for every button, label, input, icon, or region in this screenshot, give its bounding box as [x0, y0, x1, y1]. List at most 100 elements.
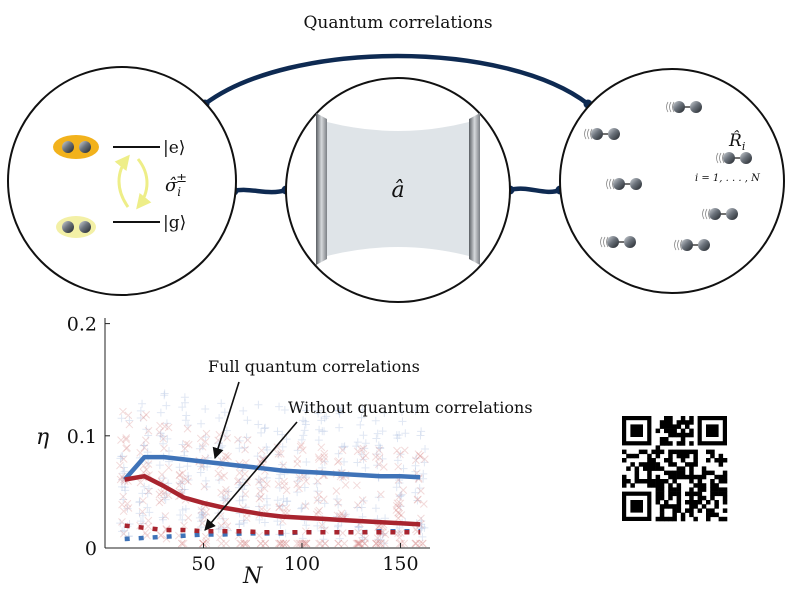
qr-module: [714, 491, 719, 497]
qr-module: [668, 504, 673, 509]
scatter-mark-without: [393, 499, 402, 508]
qr-module: [626, 466, 631, 471]
scatter-mark-without: [216, 533, 224, 542]
scatter-mark-full: [361, 439, 370, 448]
qr-module: [626, 453, 631, 459]
qr-module: [664, 437, 669, 442]
scatter-mark-full: [118, 475, 127, 484]
scatter-mark-full: [216, 524, 225, 533]
scatter-mark-without: [178, 539, 186, 548]
qr-module: [685, 432, 690, 438]
scatter-mark-full: [337, 404, 346, 413]
molecule: [702, 208, 738, 220]
scatter-mark-full: [136, 414, 145, 423]
scatter-mark-without: [222, 539, 230, 548]
qr-module: [634, 453, 640, 459]
scatter-mark-full: [198, 512, 207, 521]
scatter-mark-full: [417, 524, 426, 533]
scatter-mark-without: [201, 437, 210, 446]
scatter-mark-full: [195, 444, 204, 453]
scatter-mark-full: [371, 416, 380, 425]
atom-ball: [79, 221, 91, 233]
scatter-mark-without: [293, 480, 302, 489]
qr-module: [693, 462, 698, 467]
scatter-mark-full: [355, 523, 364, 532]
scatter-mark-without: [334, 539, 343, 548]
atom-ball: [613, 178, 625, 190]
scatter-mark-full: [373, 429, 382, 438]
qr-module: [710, 495, 715, 501]
atom-ball: [79, 141, 91, 153]
scatter-mark-full: [378, 530, 387, 539]
scatter-mark-full: [162, 489, 171, 498]
scatter-mark-full: [160, 493, 169, 502]
qr-module: [664, 424, 669, 429]
scatter-mark-full: [197, 509, 206, 518]
scatter-mark-without: [358, 537, 367, 546]
scatter-mark-full: [255, 502, 264, 511]
scatter-mark-full: [116, 454, 125, 463]
scatter-mark-full: [333, 522, 342, 531]
qr-module: [643, 449, 648, 455]
scatter-mark-full: [418, 532, 427, 541]
qr-module: [622, 458, 627, 463]
qr-module: [706, 500, 711, 505]
scatter-mark-full: [254, 420, 263, 429]
qr-module: [706, 516, 711, 522]
atom-ball: [62, 221, 74, 233]
atom-ball: [62, 141, 74, 153]
qr-module: [672, 449, 677, 455]
scatter-mark-without: [354, 539, 362, 548]
scatter-mark-without: [320, 453, 329, 461]
scatter-mark-without: [184, 477, 192, 486]
scatter-mark-without: [234, 477, 242, 486]
scatter-mark-without: [394, 529, 402, 538]
atom-ball: [690, 101, 702, 113]
qr-module: [655, 445, 661, 450]
scatter-mark-without: [141, 528, 150, 537]
qr-module: [668, 420, 673, 425]
scatter-mark-without: [315, 455, 323, 464]
scatter-mark-full: [293, 477, 302, 486]
scatter-mark-full: [322, 412, 331, 421]
scatter-mark-full: [161, 495, 170, 504]
qr-module: [672, 462, 677, 467]
scatter-cloud: [116, 389, 430, 548]
qr-module: [630, 462, 635, 467]
scatter-mark-without: [279, 461, 288, 470]
scatter-mark-full: [196, 523, 205, 532]
scatter-mark-without: [159, 434, 168, 443]
atom-ball: [698, 239, 710, 251]
scatter-mark-without: [242, 514, 251, 523]
qr-module: [634, 466, 640, 471]
qr-module: [722, 491, 728, 497]
qr-module: [701, 495, 707, 501]
scatter-mark-without: [416, 539, 424, 548]
qr-module: [714, 474, 719, 480]
scatter-mark-without: [179, 539, 188, 548]
scatter-mark-full: [136, 517, 145, 526]
scatter-mark-full: [201, 433, 210, 442]
qr-module: [664, 441, 669, 446]
scatter-mark-full: [314, 496, 323, 505]
emission-arrow: [136, 158, 152, 210]
qr-module: [689, 512, 694, 518]
scatter-mark-full: [315, 425, 324, 434]
qr-module: [672, 474, 677, 480]
scatter-mark-without: [160, 488, 169, 497]
scatter-mark-full: [334, 406, 343, 415]
qr-module: [714, 504, 719, 509]
scatter-mark-without: [217, 488, 225, 497]
qr-module: [655, 483, 661, 488]
scatter-mark-without: [282, 539, 290, 548]
qr-module: [630, 453, 635, 459]
scatter-mark-full: [254, 492, 263, 501]
scatter-mark-without: [275, 503, 283, 512]
scatter-mark-full: [320, 499, 329, 508]
scatter-mark-full: [117, 452, 126, 461]
qr-module: [693, 453, 698, 459]
scatter-mark-without: [122, 434, 131, 442]
molecule: [606, 178, 642, 190]
qr-module: [689, 487, 694, 492]
annotation-full: Full quantum correlations: [208, 357, 420, 376]
